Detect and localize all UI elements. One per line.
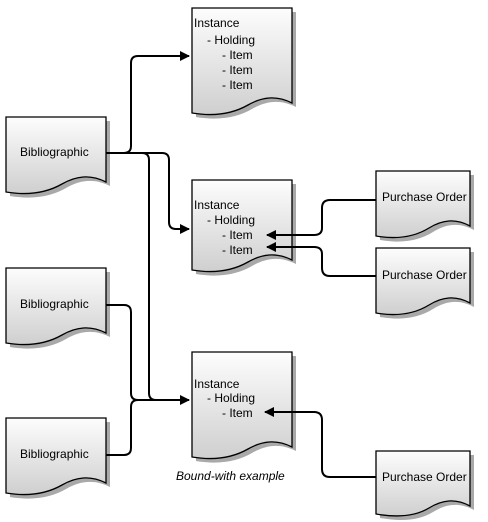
bibliographic-label: Bibliographic <box>20 297 89 311</box>
bibliographic-label: Bibliographic <box>20 145 89 159</box>
holding-line: - Holding <box>207 213 255 227</box>
purchase-order-doc-2: Purchase Order <box>375 247 474 319</box>
bibliographic-doc-2: Bibliographic <box>5 267 110 349</box>
instance-doc-1: Instance - Holding - Item - Item - Item <box>191 7 296 119</box>
instance-doc-2: Instance - Holding - Item - Item <box>191 179 296 276</box>
bibliographic-doc-1: Bibliographic <box>5 116 110 198</box>
item-line: - Item <box>222 228 253 242</box>
item-line: - Item <box>222 63 253 77</box>
connector-po2-item <box>266 242 376 277</box>
bibliographic-doc-3: Bibliographic <box>5 417 110 499</box>
holding-line: - Holding <box>207 33 255 47</box>
connector-bib3-instance3 <box>106 399 160 456</box>
purchase-order-doc-3: Purchase Order <box>375 450 474 520</box>
connector-bib1-instance1 <box>106 51 190 154</box>
purchase-order-label: Purchase Order <box>382 190 467 204</box>
item-line: - Item <box>222 406 253 420</box>
connector-bib2-instance3 <box>106 304 160 401</box>
connector-po1-item <box>266 199 376 240</box>
instance-title: Instance <box>194 377 240 391</box>
purchase-order-label: Purchase Order <box>382 268 467 282</box>
instance-doc-3: Instance - Holding - Item <box>191 351 296 463</box>
item-line: - Item <box>222 243 253 257</box>
connector-bib1-instance2 <box>106 152 190 234</box>
connector-bib1-instance3 <box>106 152 190 405</box>
item-line: - Item <box>222 78 253 92</box>
item-line: - Item <box>222 48 253 62</box>
connector-po3-item <box>264 407 376 478</box>
diagram-caption: Bound-with example <box>176 469 285 483</box>
bibliographic-label: Bibliographic <box>20 447 89 461</box>
instance-title: Instance <box>194 16 240 30</box>
instance-title: Instance <box>194 198 240 212</box>
purchase-order-doc-1: Purchase Order <box>375 170 474 242</box>
holding-line: - Holding <box>207 391 255 405</box>
purchase-order-label: Purchase Order <box>382 470 467 484</box>
